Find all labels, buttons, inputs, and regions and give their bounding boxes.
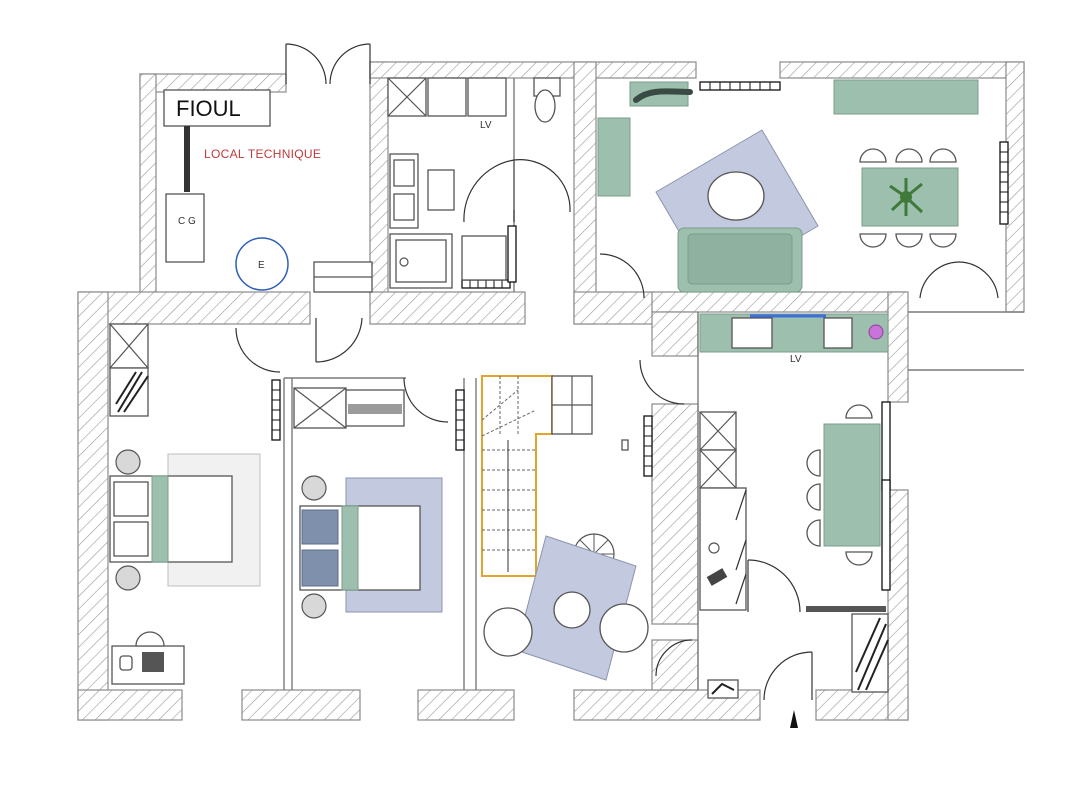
hob-icon (868, 324, 884, 340)
fuel-tank-label: FIOUL (176, 96, 241, 121)
bedroom-2 (293, 387, 443, 619)
side-cabinet (597, 117, 631, 197)
round-table (553, 591, 591, 629)
kitchen-sink (731, 317, 773, 349)
entrance-arrow-icon (790, 710, 798, 728)
staircase (481, 375, 593, 577)
kitchen: LV (699, 313, 889, 728)
boiler-label: C G (178, 216, 196, 227)
laundry-label-1: LV (480, 120, 492, 131)
fuel-pipe (184, 126, 190, 192)
coffee-table (707, 171, 765, 221)
kitchen-counter (699, 313, 889, 353)
armchair-1 (483, 607, 533, 657)
kitchen-cabinets (699, 487, 747, 611)
hall-dining (483, 439, 649, 681)
laptop-icon (142, 652, 164, 672)
bathroom-cabinet (461, 235, 507, 281)
kitchen-table (823, 423, 881, 547)
dining-plant-icon (889, 178, 924, 216)
laundry-label-2: LV (790, 354, 802, 365)
windows (271, 81, 1009, 591)
living-room (597, 79, 979, 293)
kitchen-chairs (806, 404, 873, 566)
water-heater-label: E (258, 260, 265, 271)
tv (633, 88, 693, 103)
entrance-console (707, 679, 739, 699)
technical-room-label: LOCAL TECHNIQUE (204, 147, 321, 161)
bedroom-1 (109, 323, 261, 685)
wardrobe-1 (109, 367, 149, 417)
bathroom: LV (387, 77, 561, 289)
sideboard (833, 79, 979, 115)
doors (235, 43, 999, 701)
toilet (534, 89, 556, 123)
fuel-tank-box (163, 89, 271, 127)
armchair-2 (599, 603, 649, 653)
walls (77, 61, 1025, 721)
desk-chair-1 (135, 631, 165, 647)
water-heater (235, 237, 289, 291)
technical-room: FIOUL C G LOCAL TECHNIQUE E (163, 89, 373, 293)
boiler (165, 193, 205, 263)
dining-chairs (859, 148, 957, 248)
